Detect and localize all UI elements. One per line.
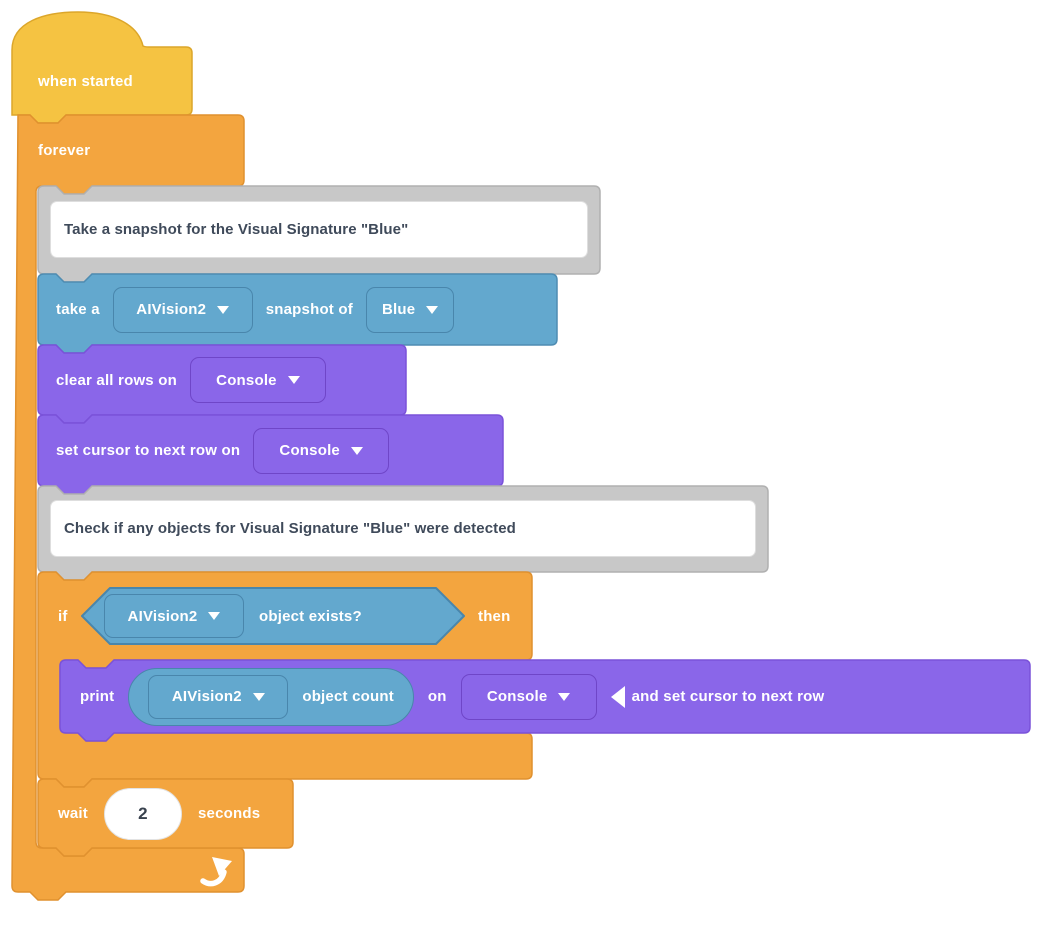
when-started-label: when started: [38, 72, 133, 90]
wait-label: wait: [58, 805, 88, 822]
signature-dropdown-value: Blue: [381, 301, 416, 318]
camera-dropdown-value: AIVision2: [127, 607, 198, 625]
caret-down-icon: [558, 692, 571, 701]
comment-snapshot-input[interactable]: Take a snapshot for the Visual Signature…: [50, 201, 588, 258]
clear-rows-content: clear all rows on Console: [56, 345, 326, 415]
print-content: print AIVision2 object count on Console …: [80, 660, 824, 733]
take-snapshot-content: take a AIVision2 snapshot of Blue: [56, 274, 455, 345]
console-dropdown-value: Console: [486, 688, 548, 705]
then-label: then: [478, 607, 511, 625]
loop-arrow-icon: [200, 857, 232, 887]
print-label: print: [80, 688, 115, 705]
collapse-left-icon[interactable]: [610, 685, 625, 708]
comment-snapshot-text: Take a snapshot for the Visual Signature…: [64, 221, 409, 238]
console-dropdown[interactable]: Console: [253, 427, 390, 474]
then-keyword-row: then: [478, 572, 510, 660]
condition-label: object exists?: [259, 607, 362, 625]
wait-unit-label: seconds: [197, 805, 261, 822]
object-count-reporter[interactable]: AIVision2 object count: [128, 667, 414, 726]
take-snapshot-label-1: take a: [56, 301, 100, 318]
console-dropdown[interactable]: Console: [460, 673, 597, 720]
set-cursor-label: set cursor to next row on: [56, 442, 241, 459]
camera-dropdown[interactable]: AIVision2: [104, 594, 244, 638]
if-label: if: [58, 607, 68, 625]
set-cursor-content: set cursor to next row on Console: [56, 415, 390, 486]
when-started-block[interactable]: [11, 11, 193, 124]
caret-down-icon: [252, 692, 265, 701]
caret-down-icon: [208, 612, 221, 620]
caret-down-icon: [426, 305, 439, 314]
wait-seconds-value: 2: [138, 803, 148, 823]
caret-down-icon: [217, 305, 230, 314]
caret-down-icon: [350, 446, 363, 455]
camera-dropdown-value: AIVision2: [171, 688, 242, 705]
signature-dropdown[interactable]: Blue: [365, 286, 455, 333]
console-dropdown[interactable]: Console: [189, 357, 326, 403]
camera-dropdown[interactable]: AIVision2: [112, 286, 253, 333]
print-on-label: on: [427, 688, 447, 705]
forever-content: forever: [38, 115, 90, 186]
console-dropdown-value: Console: [279, 442, 340, 459]
camera-dropdown[interactable]: AIVision2: [148, 674, 289, 719]
comment-check-input[interactable]: Check if any objects for Visual Signatur…: [50, 500, 756, 557]
when-started-content: when started: [38, 47, 133, 115]
wait-content: wait 2 seconds: [58, 779, 260, 848]
print-extension-label: and set cursor to next row: [631, 688, 825, 705]
console-dropdown-value: Console: [216, 371, 277, 389]
if-keyword-row: if: [58, 572, 68, 660]
clear-rows-label: clear all rows on: [56, 371, 177, 389]
reporter-label: object count: [302, 688, 394, 705]
camera-dropdown-value: AIVision2: [136, 301, 207, 318]
wait-seconds-input[interactable]: 2: [103, 787, 182, 840]
comment-check-text: Check if any objects for Visual Signatur…: [64, 520, 516, 537]
forever-label: forever: [38, 142, 91, 159]
forever-block[interactable]: [11, 114, 245, 901]
condition-content: AIVision2 object exists?: [104, 588, 362, 644]
take-snapshot-label-2: snapshot of: [265, 301, 353, 318]
caret-down-icon: [287, 376, 300, 384]
